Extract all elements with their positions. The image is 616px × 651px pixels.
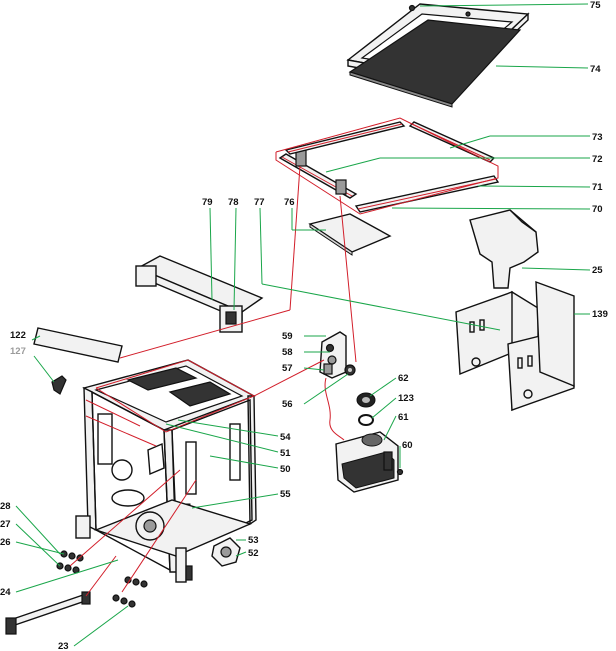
callout-59: 59: [282, 331, 293, 342]
callout-62: 62: [398, 373, 409, 384]
callout-139: 139: [592, 309, 608, 320]
guide-line-3: [339, 195, 357, 363]
part-122-strip: [33, 327, 123, 363]
part-25-cover: [469, 209, 539, 289]
part-53-52-pump: [211, 537, 241, 567]
assembly-line-tub-3: [85, 415, 157, 447]
leader-lines: [15, 3, 591, 647]
callout-58: 58: [282, 347, 293, 358]
callout-70: 70: [592, 204, 603, 215]
part-74-top-board: [348, 19, 522, 108]
callout-26: 26: [0, 537, 11, 548]
callout-51: 51: [280, 448, 291, 459]
assembly-line-tub-2: [85, 399, 141, 427]
callout-57: 57: [282, 363, 293, 374]
guide-line-1: [289, 165, 301, 311]
callout-71: 71: [592, 182, 603, 193]
part-61-softener: [335, 431, 399, 493]
part-23-rod: [5, 591, 91, 635]
part-127-clip: [51, 375, 67, 395]
callout-78: 78: [228, 197, 239, 208]
callout-54: 54: [280, 432, 291, 443]
main-tub-frame: [75, 359, 257, 583]
part-62-ring: [356, 392, 376, 408]
callout-77: 77: [254, 197, 265, 208]
callout-25: 25: [592, 265, 603, 276]
callout-23: 23: [58, 641, 69, 651]
guide-line-6: [121, 479, 197, 593]
callout-55: 55: [280, 489, 291, 500]
guide-line-5: [69, 469, 181, 567]
part-139-insulation: [455, 280, 575, 412]
guide-line-2: [119, 309, 291, 359]
guide-line-4: [253, 359, 325, 397]
callout-72: 72: [592, 154, 603, 165]
callout-123: 123: [398, 393, 414, 404]
part-56-seal: [344, 364, 356, 376]
fasteners-left: [56, 550, 148, 608]
part-123-ring: [358, 414, 374, 426]
callout-76: 76: [284, 197, 295, 208]
callout-60: 60: [402, 440, 413, 451]
assembly-line-top: [275, 117, 499, 215]
callout-79: 79: [202, 197, 213, 208]
callout-127: 127: [10, 346, 26, 357]
callout-122: 122: [10, 330, 26, 341]
callout-53: 53: [248, 535, 259, 546]
part-60-screw: [396, 468, 404, 476]
part-59-58-dispenser: [319, 331, 347, 379]
callout-75: 75: [590, 0, 601, 11]
callout-50: 50: [280, 464, 291, 475]
callout-74: 74: [590, 64, 601, 75]
part-73-rail-right: [408, 121, 496, 163]
callout-61: 61: [398, 412, 409, 423]
callout-27: 27: [0, 519, 11, 530]
part-76-panel: [308, 213, 392, 256]
part-rail-back: [284, 121, 406, 155]
callout-73: 73: [592, 132, 603, 143]
part-71-rail-front: [335, 175, 500, 213]
callout-52: 52: [248, 548, 259, 559]
part-79-78-bracket: [135, 255, 264, 333]
callout-56: 56: [282, 399, 293, 410]
callout-28: 28: [0, 501, 11, 512]
callout-24: 24: [0, 587, 11, 598]
